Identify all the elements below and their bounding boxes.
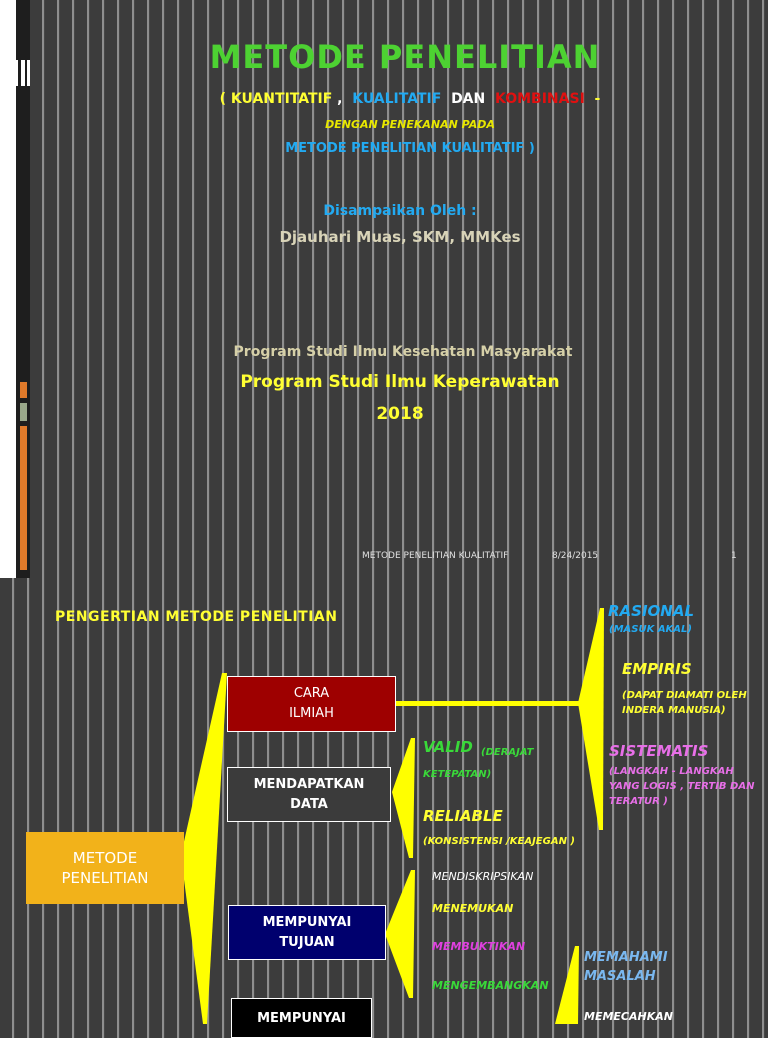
- empiris-label: EMPIRIS: [622, 660, 692, 678]
- mendapatkan-data-box: MENDAPATKAN DATA: [227, 767, 391, 822]
- tujuan-brace: [385, 870, 415, 998]
- connector-graphics: [183, 608, 604, 1024]
- slide-heading: PENGERTIAN METODE PENELITIAN: [55, 609, 338, 625]
- tujuan-item: MENGEMBANGKAN: [432, 979, 549, 992]
- accent-swatch: [20, 403, 27, 421]
- footer-title: METODE PENELITIAN KUALITATIF: [362, 551, 509, 561]
- sistematis-note: (LANGKAH - LANGKAH YANG LOGIS , TERTIB D…: [609, 766, 755, 807]
- presented-by-label: Disampaikan Oleh :: [323, 203, 477, 219]
- logo-mark: [21, 60, 25, 86]
- sistematis-label: SISTEMATIS: [609, 742, 709, 760]
- mempunyai-kegunaan-box: MEMPUNYAI: [231, 998, 372, 1038]
- footer-page-number: 1: [731, 551, 737, 561]
- emphasis-line: DENGAN PENEKANAN PADA: [325, 118, 495, 131]
- mempunyai-tujuan-box: MEMPUNYAI TUJUAN: [228, 905, 386, 960]
- main-concept-box: METODE PENELITIAN: [26, 832, 184, 904]
- subtitle-kualitatif: KUALITATIF: [352, 91, 442, 107]
- program-name-1: Program Studi Ilmu Kesehatan Masyarakat: [233, 344, 573, 360]
- definition-slide: PENGERTIAN METODE PENELITIAN METODE PENE…: [0, 578, 768, 1038]
- rasional-note: (MASUK AKAL): [609, 624, 692, 635]
- reliable-label: RELIABLE: [423, 807, 503, 825]
- reliable-note: (KONSISTENSI /KEAJEGAN ): [423, 836, 575, 847]
- title-slide: METODE PENELITIAN ( KUANTITATIF , KUALIT…: [0, 0, 768, 578]
- cara-ilmiah-connector-line: [396, 701, 581, 706]
- kegunaan-brace: [555, 946, 579, 1024]
- program-year: 2018: [376, 404, 424, 424]
- logo-mark: [15, 60, 18, 86]
- subtitle-comma: ,: [332, 91, 343, 107]
- presenter-name: Djauhari Muas, SKM, MMKes: [279, 228, 521, 246]
- left-sidebar-decoration: [0, 0, 30, 578]
- accent-swatch: [20, 382, 27, 398]
- footer-date: 8/24/2015: [552, 551, 599, 561]
- valid-note: (DERAJAT KETEPATAN): [423, 747, 534, 780]
- subtitle-dan: DAN: [451, 91, 486, 107]
- slide-title: METODE PENELITIAN: [209, 38, 601, 76]
- left-brace-arrow: [183, 673, 227, 1024]
- subtitle-kuantitatif: ( KUANTITATIF: [219, 91, 333, 107]
- accent-swatch: [20, 426, 27, 570]
- tujuan-item: MENEMUKAN: [432, 902, 514, 915]
- empiris-note: (DAPAT DIAMATI OLEH INDERA MANUSIA): [622, 690, 747, 716]
- kegunaan-item: MEMAHAMI MASALAH: [584, 950, 668, 984]
- subtitle-kombinasi: KOMBINASI: [495, 91, 585, 107]
- tujuan-item: MENDISKRIPSIKAN: [432, 870, 534, 883]
- data-brace: [392, 738, 415, 858]
- valid-label: VALID: [423, 738, 473, 756]
- slide-subtitle: ( KUANTITATIF , KUALITATIF DAN KOMBINASI…: [0, 91, 768, 107]
- program-name-2: Program Studi Ilmu Keperawatan: [240, 372, 560, 392]
- left-white-strip: [0, 0, 16, 578]
- kegunaan-item: MEMECAHKAN: [584, 1010, 673, 1023]
- tujuan-item: MEMBUKTIKAN: [432, 940, 526, 953]
- cara-ilmiah-box: CARA ILMIAH: [227, 676, 396, 732]
- focus-line: METODE PENELITIAN KUALITATIF ): [285, 141, 535, 156]
- subtitle-dash: -: [594, 91, 601, 107]
- logo-mark: [27, 60, 30, 86]
- rasional-label: RASIONAL: [608, 602, 695, 620]
- cara-ilmiah-brace: [578, 608, 604, 830]
